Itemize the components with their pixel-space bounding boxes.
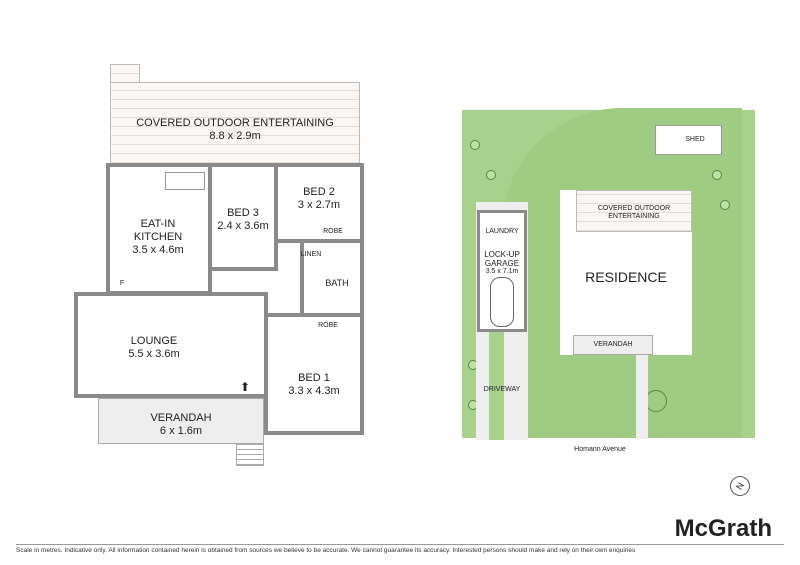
site-verandah bbox=[573, 335, 653, 355]
room-size-covered: 8.8 x 2.9m bbox=[209, 130, 261, 142]
robe-label-2: ROBE bbox=[318, 322, 338, 329]
tree-icon bbox=[712, 170, 722, 180]
mcgrath-logo: McGrath bbox=[674, 515, 772, 542]
driveway-label: DRIVEWAY bbox=[483, 386, 521, 393]
room-size-verandah: 6 x 1.6m bbox=[159, 425, 203, 437]
site-verandah-label: VERANDAH bbox=[593, 341, 633, 348]
tree-icon bbox=[486, 170, 496, 180]
front-path bbox=[636, 355, 648, 439]
garage-label-1: LOCK-UP bbox=[484, 250, 520, 259]
room-size-bed2: 3 x 2.7m bbox=[297, 199, 341, 211]
room-label-kitchen-2: KITCHEN bbox=[133, 231, 183, 243]
linen-label: LINEN bbox=[300, 251, 322, 258]
room-size-bed1: 3.3 x 4.3m bbox=[288, 385, 340, 397]
room-lounge bbox=[74, 292, 268, 398]
garage-label-2: GARAGE bbox=[484, 259, 520, 268]
room-label-bed1: BED 1 bbox=[298, 372, 330, 384]
room-label-bed2: BED 2 bbox=[303, 186, 335, 198]
room-size-kitchen: 3.5 x 4.6m bbox=[132, 244, 184, 256]
site-covered-deck bbox=[576, 190, 692, 232]
room-bed2 bbox=[274, 163, 364, 243]
stove-icon bbox=[165, 172, 205, 190]
deck-stairs bbox=[110, 64, 140, 84]
fridge-label: F bbox=[119, 280, 125, 287]
room-label-kitchen: EAT-IN bbox=[140, 218, 176, 230]
tree-icon bbox=[645, 390, 667, 412]
entry-arrow-icon: ⬆ bbox=[240, 380, 251, 394]
room-label-covered: COVERED OUTDOOR ENTERTAINING bbox=[136, 117, 334, 129]
room-label-lounge: LOUNGE bbox=[130, 335, 178, 347]
footer-divider bbox=[16, 544, 784, 545]
robe-label-1: ROBE bbox=[323, 228, 343, 235]
street-label: Homann Avenue bbox=[574, 446, 626, 453]
car-icon bbox=[490, 277, 514, 327]
site-covered-label-1: COVERED OUTDOOR bbox=[597, 205, 671, 212]
shed-label: SHED bbox=[685, 136, 705, 143]
room-size-lounge: 5.5 x 3.6m bbox=[128, 348, 180, 360]
room-size-bed3: 2.4 x 3.6m bbox=[217, 220, 269, 232]
garage bbox=[477, 210, 527, 332]
disclaimer: Scale in metres. Indicative only. All in… bbox=[16, 547, 636, 554]
room-kitchen bbox=[106, 163, 212, 295]
room-label-verandah: VERANDAH bbox=[150, 412, 212, 424]
verandah bbox=[98, 398, 264, 444]
room-label-bed3: BED 3 bbox=[227, 207, 259, 219]
driveway-strip bbox=[489, 330, 504, 440]
laundry-label: LAUNDRY bbox=[485, 228, 519, 235]
site-covered-label-2: ENTERTAINING bbox=[608, 213, 660, 220]
verandah-steps bbox=[236, 444, 264, 466]
tree-icon bbox=[470, 140, 480, 150]
shed bbox=[655, 125, 722, 155]
tree-icon bbox=[720, 200, 730, 210]
covered-outdoor-deck bbox=[110, 82, 360, 164]
garage-size: 3.5 x 7.1m bbox=[485, 268, 519, 275]
room-label-bath: BATH bbox=[325, 278, 349, 288]
residence-label: RESIDENCE bbox=[585, 269, 667, 285]
north-arrow-icon: N bbox=[726, 472, 754, 500]
room-bed1 bbox=[264, 313, 364, 435]
